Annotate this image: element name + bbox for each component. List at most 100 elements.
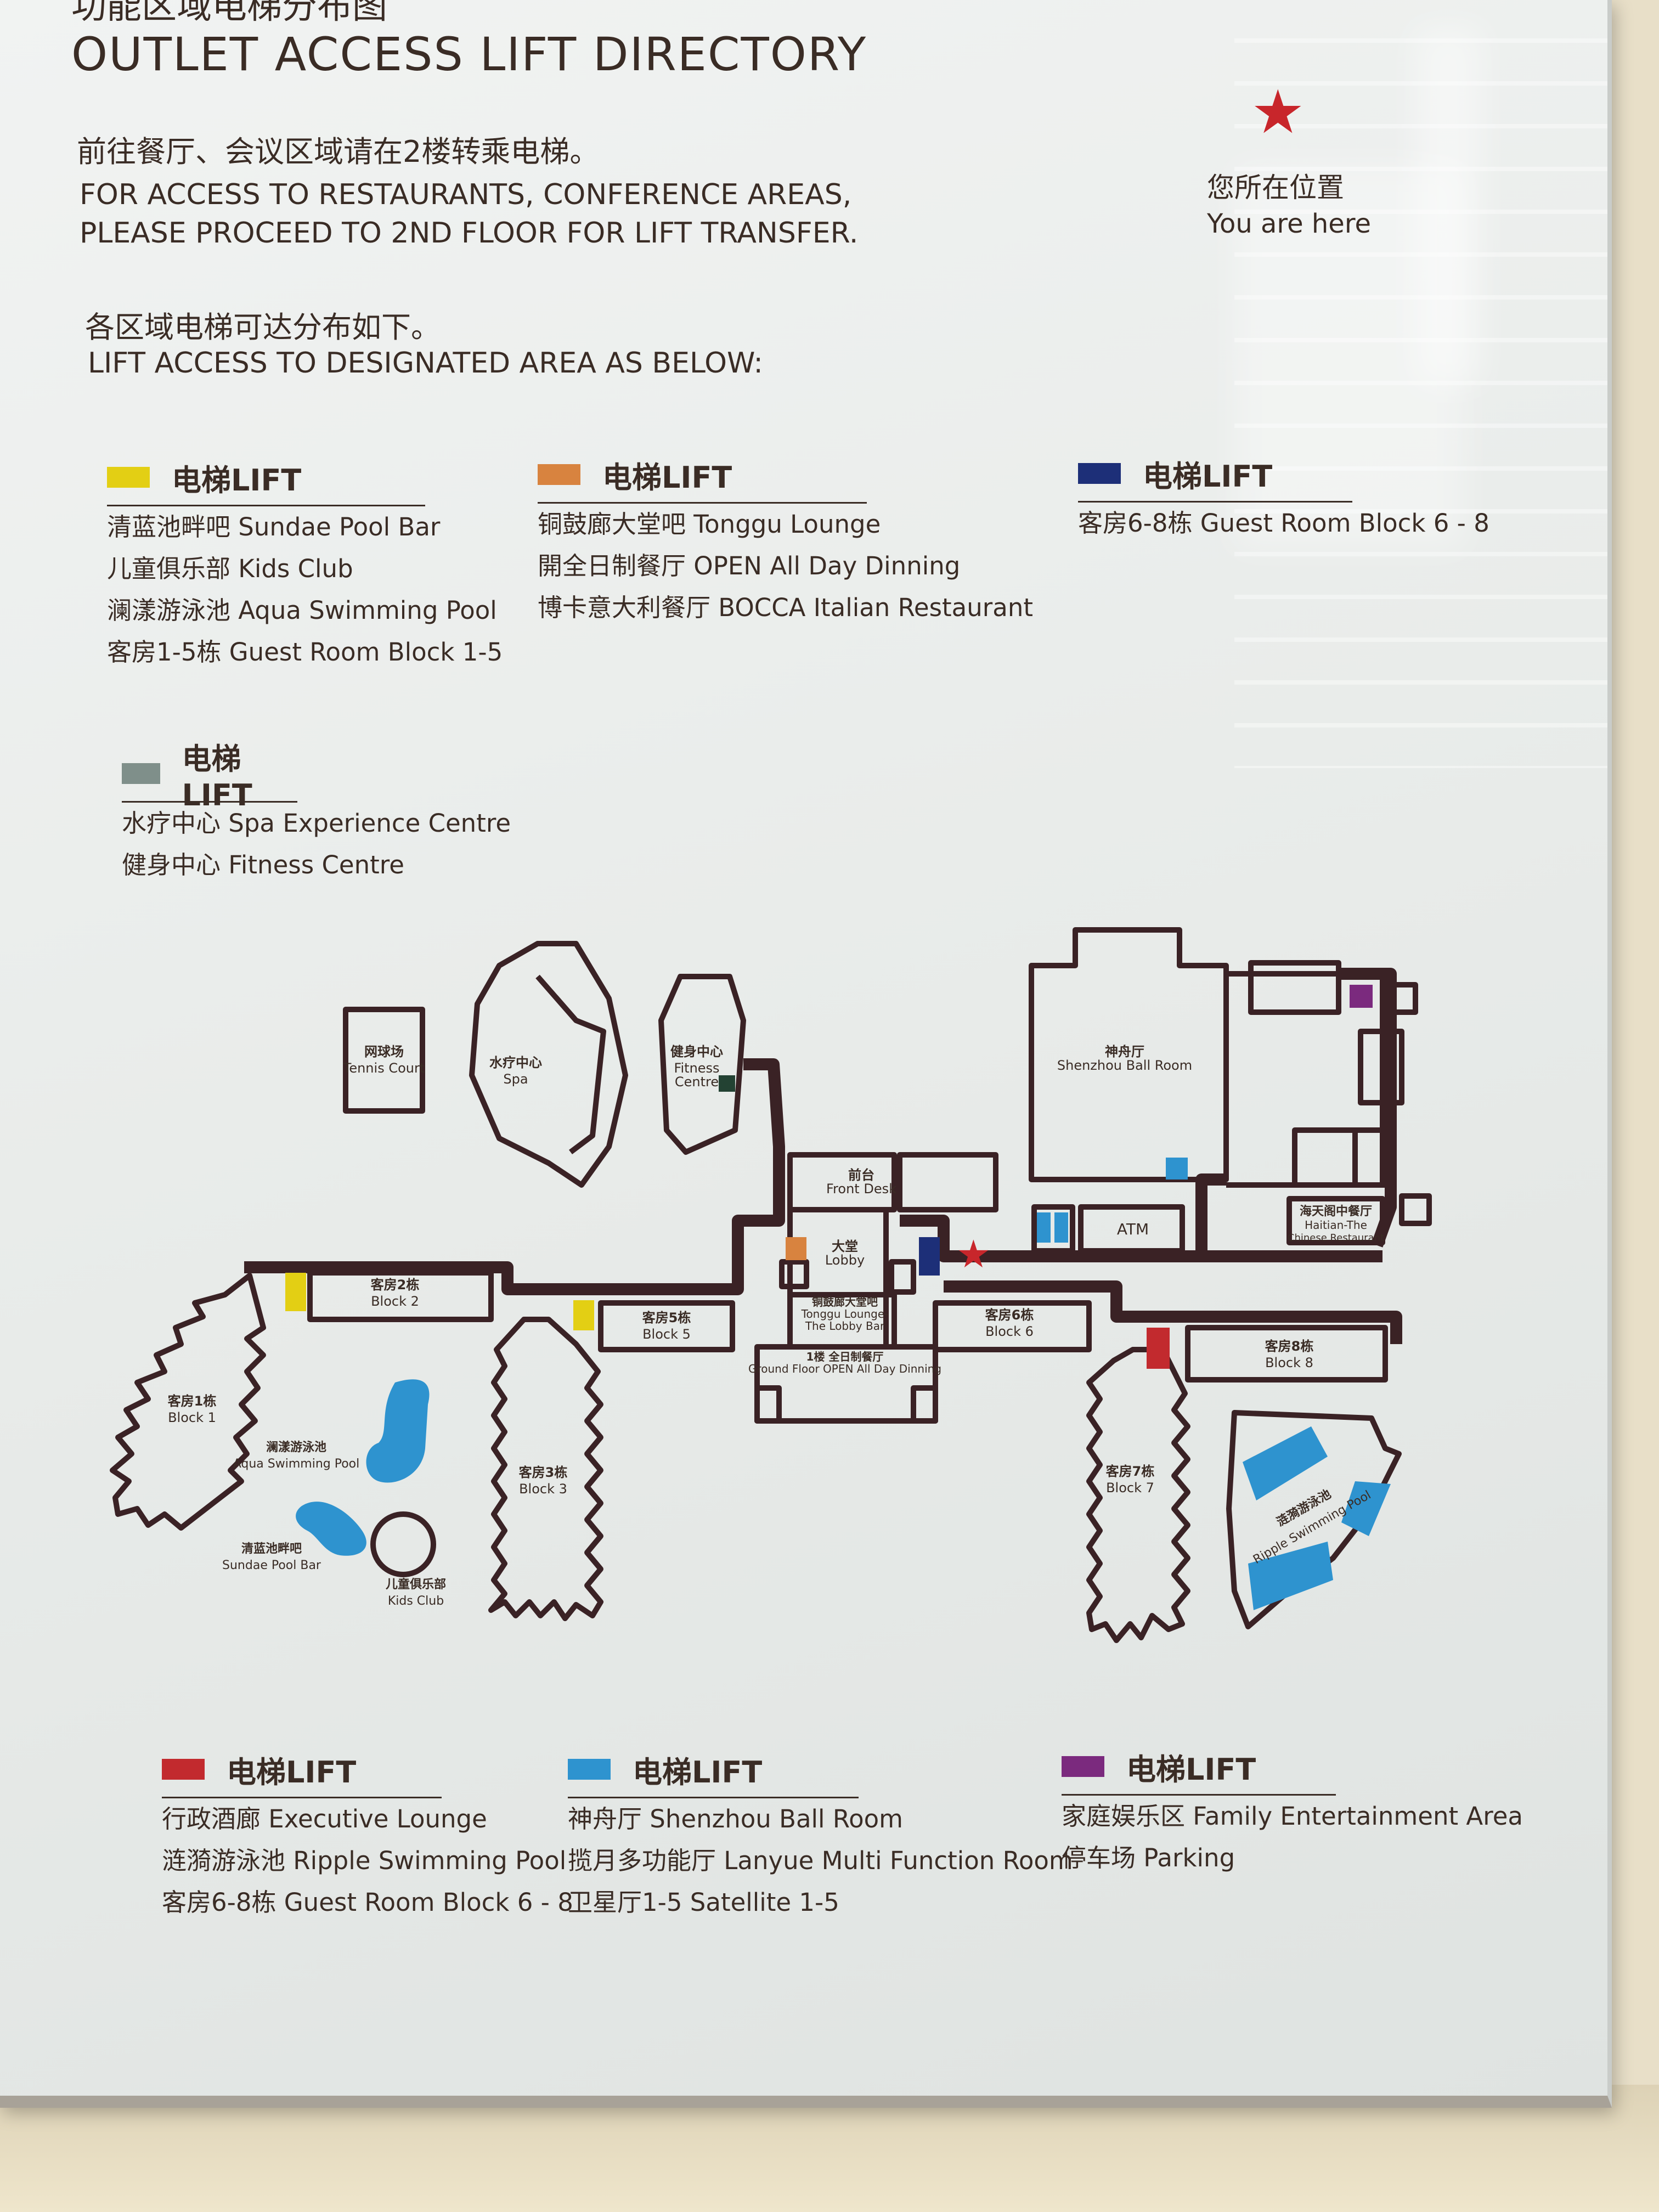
atm-label: ATM bbox=[1117, 1220, 1149, 1238]
yellow-swatch bbox=[107, 467, 150, 488]
spa-building bbox=[469, 941, 628, 1188]
ripple-pool-section bbox=[1248, 1542, 1333, 1610]
page-title: OUTLET ACCESS LIFT DIRECTORY bbox=[71, 27, 867, 81]
block5-label-zh: 客房5栋 bbox=[642, 1310, 691, 1325]
you-are-here-label-chinese: 您所在位置 bbox=[1207, 172, 1344, 204]
block-7 bbox=[1086, 1347, 1190, 1643]
dining-corner bbox=[911, 1385, 938, 1424]
aqua-pool-label: Aqua Swimming Pool bbox=[233, 1457, 360, 1471]
east-room bbox=[1248, 960, 1341, 1015]
lift-title: 电梯LIFT bbox=[1126, 1752, 1256, 1787]
block7-label: Block 7 bbox=[1106, 1480, 1154, 1496]
map-lift-grey bbox=[719, 1075, 735, 1092]
block2-label-zh: 客房2栋 bbox=[371, 1277, 420, 1293]
lift-title: 电梯LIFT bbox=[602, 460, 732, 495]
map-lift-blue bbox=[1166, 1158, 1188, 1180]
spa-label: Spa bbox=[503, 1071, 528, 1087]
lift-destination: 停车场 Parking bbox=[1062, 1843, 1235, 1872]
lobby-side-room bbox=[889, 1259, 916, 1295]
kids-club-label-zh: 儿童俱乐部 bbox=[385, 1577, 446, 1592]
orange-swatch bbox=[538, 464, 580, 485]
aqua-pool-label-zh: 澜漾游泳池 bbox=[266, 1440, 326, 1454]
you-are-here-label: You are here bbox=[1207, 208, 1372, 239]
restroom-icon bbox=[1054, 1212, 1068, 1243]
block3-label-zh: 客房3栋 bbox=[519, 1465, 568, 1480]
lounge-label-zh: 铜鼓廊大堂吧 bbox=[812, 1295, 878, 1308]
tennis-court bbox=[343, 1007, 425, 1114]
east-room bbox=[1358, 1029, 1404, 1105]
lift-destination: 神舟厅 Shenzhou Ball Room bbox=[568, 1804, 903, 1833]
block-6 bbox=[933, 1300, 1092, 1352]
pool-bar-label: Sundae Pool Bar bbox=[222, 1559, 321, 1572]
title-chinese: 功能区域电梯分布图 bbox=[71, 0, 387, 27]
pool-bar-pool bbox=[296, 1502, 366, 1556]
ballroom-label: Shenzhou Ball Room bbox=[1057, 1058, 1192, 1073]
lift-title: 电梯LIFT bbox=[1143, 459, 1273, 494]
block3-label: Block 3 bbox=[519, 1481, 567, 1497]
lift-destination: 行政酒廊 Executive Lounge bbox=[162, 1804, 487, 1833]
haitian-label-1: Haitian-The bbox=[1305, 1218, 1367, 1232]
map-lift-navy bbox=[919, 1237, 940, 1276]
spa-inner-wall bbox=[535, 974, 606, 1154]
lounge-label-2: The Lobby Bar bbox=[805, 1319, 885, 1333]
block-8 bbox=[1185, 1325, 1388, 1383]
lobby-label: Lobby bbox=[825, 1252, 865, 1268]
haitian-label-zh: 海天阁中餐厅 bbox=[1300, 1204, 1372, 1218]
ballroom-label-zh: 神舟厅 bbox=[1105, 1044, 1144, 1059]
transfer-note-line2: PLEASE PROCEED TO 2ND FLOOR FOR LIFT TRA… bbox=[80, 217, 859, 250]
transfer-note-line1: FOR ACCESS TO RESTAURANTS, CONFERENCE AR… bbox=[80, 178, 852, 211]
all-day-label-zh: 1楼 全日制餐厅 bbox=[806, 1350, 884, 1363]
fitness-label-2: Centre bbox=[675, 1074, 719, 1090]
lift-destination: 清蓝池畔吧 Sundae Pool Bar bbox=[107, 512, 441, 541]
block-1 bbox=[110, 1273, 266, 1531]
purple-swatch bbox=[1062, 1756, 1104, 1777]
directory-intro-chinese: 各区域电梯可达分布如下。 bbox=[85, 310, 441, 345]
ripple-pool-section bbox=[1341, 1481, 1391, 1536]
block6-label: Block 6 bbox=[985, 1324, 1034, 1339]
map-lift-yellow bbox=[573, 1300, 594, 1330]
tennis-label: Tennis Court bbox=[343, 1060, 425, 1076]
grey-swatch bbox=[122, 763, 160, 784]
block-5 bbox=[598, 1300, 735, 1352]
block1-label-zh: 客房1栋 bbox=[168, 1393, 217, 1409]
transfer-note-chinese: 前往餐厅、会议区域请在2楼转乘电梯。 bbox=[77, 134, 600, 169]
fitness-label-1: Fitness bbox=[674, 1060, 719, 1076]
restroom-icon bbox=[1037, 1212, 1051, 1243]
directory-sign: 功能区域电梯分布图 OUTLET ACCESS LIFT DIRECTORY 前… bbox=[0, 0, 1612, 2108]
fitness-building bbox=[658, 974, 746, 1155]
south-east-corridor bbox=[944, 1280, 1402, 1344]
front-desk-label: Front Desk bbox=[826, 1181, 896, 1197]
spa-label-zh: 水疗中心 bbox=[489, 1055, 542, 1070]
lounge-label-1: Tonggu Lounge- bbox=[801, 1307, 889, 1321]
block7-label-zh: 客房7栋 bbox=[1106, 1464, 1155, 1479]
lift-title: 电梯LIFT bbox=[227, 1754, 357, 1790]
map-lift-yellow bbox=[285, 1273, 306, 1311]
lift-group-blue: 电梯LIFT 神舟厅 Shenzhou Ball Room 揽月多功能厅 Lan… bbox=[568, 1747, 1073, 1923]
lift-group-purple: 电梯LIFT 家庭娱乐区 Family Entertainment Area 停… bbox=[1062, 1745, 1523, 1879]
ripple-pool-area bbox=[1226, 1410, 1402, 1629]
block2-label: Block 2 bbox=[371, 1294, 419, 1309]
floor-plan-map: ★ 网球场 Tennis Court 水疗中心 Spa 健身中心 Fitness… bbox=[110, 927, 1432, 1643]
you-are-here-star-icon: ★ bbox=[1251, 77, 1305, 147]
haitian-label-2: Chinese Restaurant bbox=[1288, 1232, 1384, 1244]
directory-intro: LIFT ACCESS TO DESIGNATED AREA AS BELOW: bbox=[88, 347, 763, 380]
block-3 bbox=[488, 1317, 603, 1621]
east-wing-corridor bbox=[1339, 968, 1397, 1248]
map-lift-orange bbox=[786, 1237, 806, 1260]
ballroom-building bbox=[1029, 927, 1229, 1182]
all-day-label: Ground Floor OPEN All Day Dinning bbox=[748, 1362, 941, 1375]
lobby-label-zh: 大堂 bbox=[832, 1239, 858, 1254]
map-lift-red bbox=[1147, 1328, 1170, 1369]
fitness-label-zh: 健身中心 bbox=[670, 1044, 723, 1059]
navy-swatch bbox=[1078, 463, 1121, 484]
lift-destination: 儿童俱乐部 Kids Club bbox=[107, 554, 353, 583]
aqua-pool bbox=[366, 1379, 430, 1483]
map-you-are-here-icon: ★ bbox=[956, 1232, 991, 1277]
block5-label: Block 5 bbox=[642, 1327, 691, 1342]
block8-label-zh: 客房8栋 bbox=[1265, 1339, 1314, 1354]
lift-destination: 铜鼓廊大堂吧 Tonggu Lounge bbox=[538, 510, 881, 539]
dining-corner bbox=[754, 1385, 782, 1424]
map-lift-purple bbox=[1350, 985, 1373, 1008]
tennis-label-zh: 网球场 bbox=[364, 1044, 404, 1059]
east-room bbox=[1292, 1127, 1358, 1188]
